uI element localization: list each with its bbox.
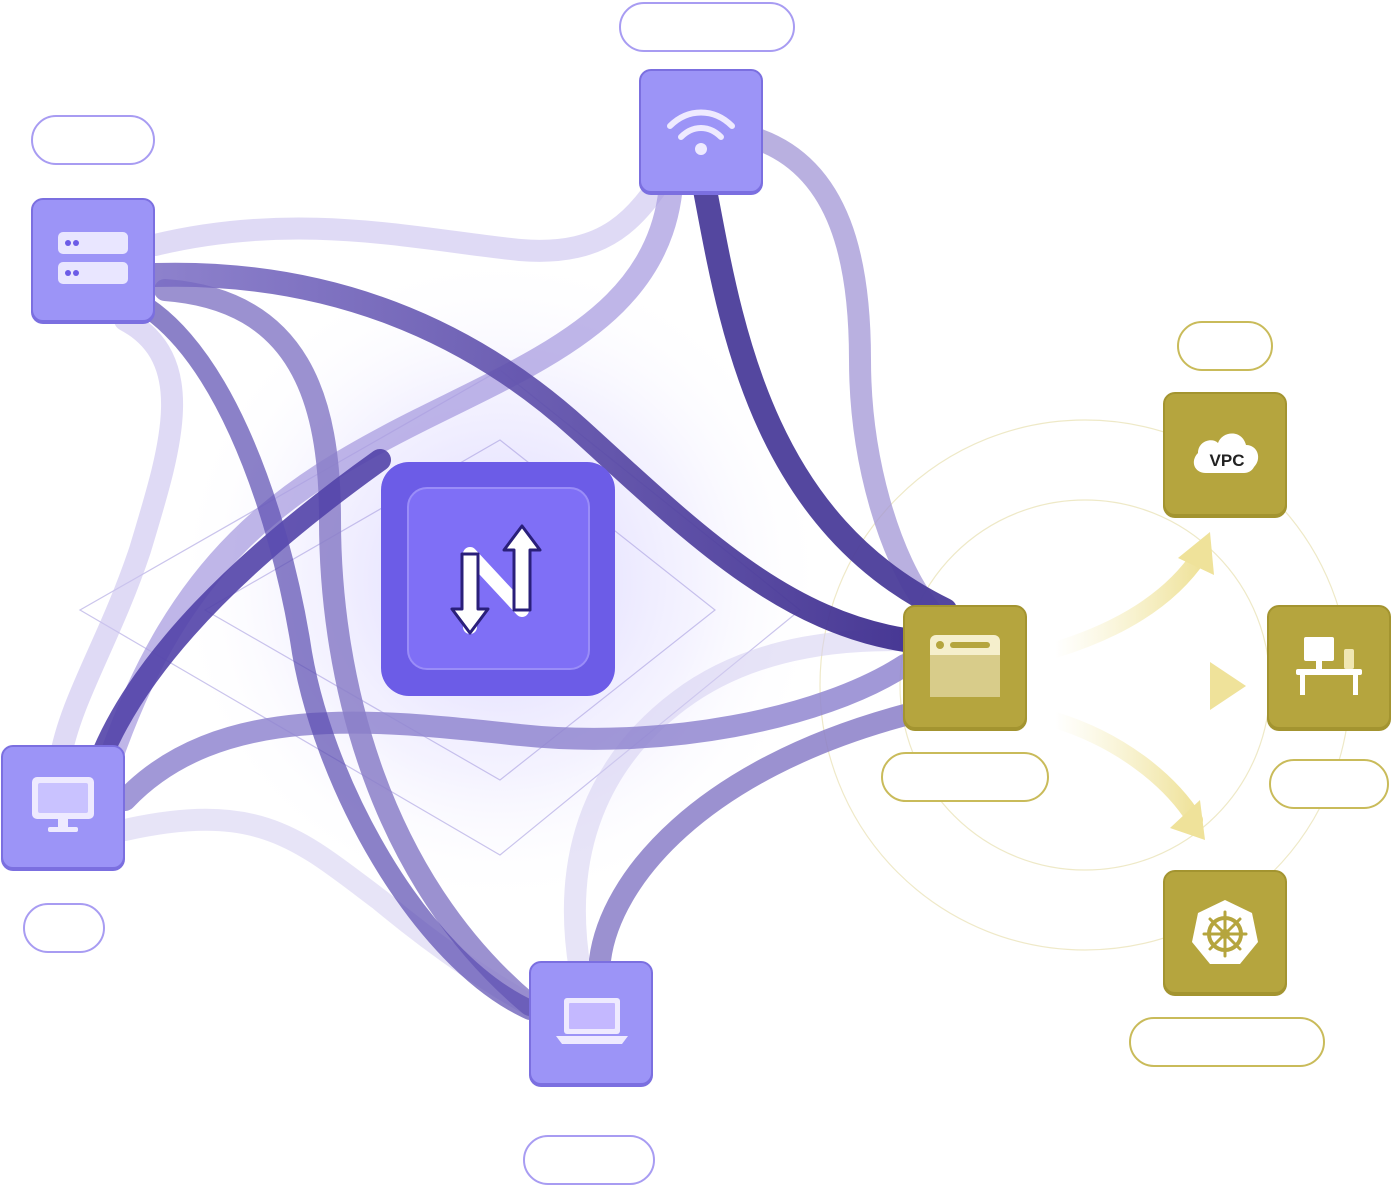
gold-arrowheads <box>1170 532 1246 840</box>
wifi-icon <box>667 109 735 155</box>
kubernetes-icon <box>1192 900 1258 964</box>
network-switch-icon <box>450 524 542 635</box>
gold-arrows <box>1047 547 1228 828</box>
laptop-icon <box>556 998 628 1044</box>
desktop-label-pill <box>23 903 105 953</box>
cloud-icon <box>1193 433 1259 473</box>
laptop-label-pill <box>523 1135 655 1185</box>
office-label-pill <box>1269 759 1389 809</box>
browser-window-icon <box>930 635 1000 697</box>
gateway-label-pill <box>881 752 1049 802</box>
gateway-node[interactable] <box>903 605 1027 729</box>
office-desk-icon <box>1296 637 1362 695</box>
office-node[interactable] <box>1267 605 1391 729</box>
wifi-label-pill <box>619 2 795 52</box>
kubernetes-label-pill <box>1129 1017 1325 1067</box>
server-label-pill <box>31 115 155 165</box>
server-icon <box>58 232 128 284</box>
vpc-label: VPC <box>1209 451 1245 470</box>
connection-lines <box>49 118 957 1021</box>
desktop-icon <box>32 777 94 832</box>
server-node[interactable] <box>31 198 155 322</box>
vpc-label-pill <box>1177 321 1273 371</box>
